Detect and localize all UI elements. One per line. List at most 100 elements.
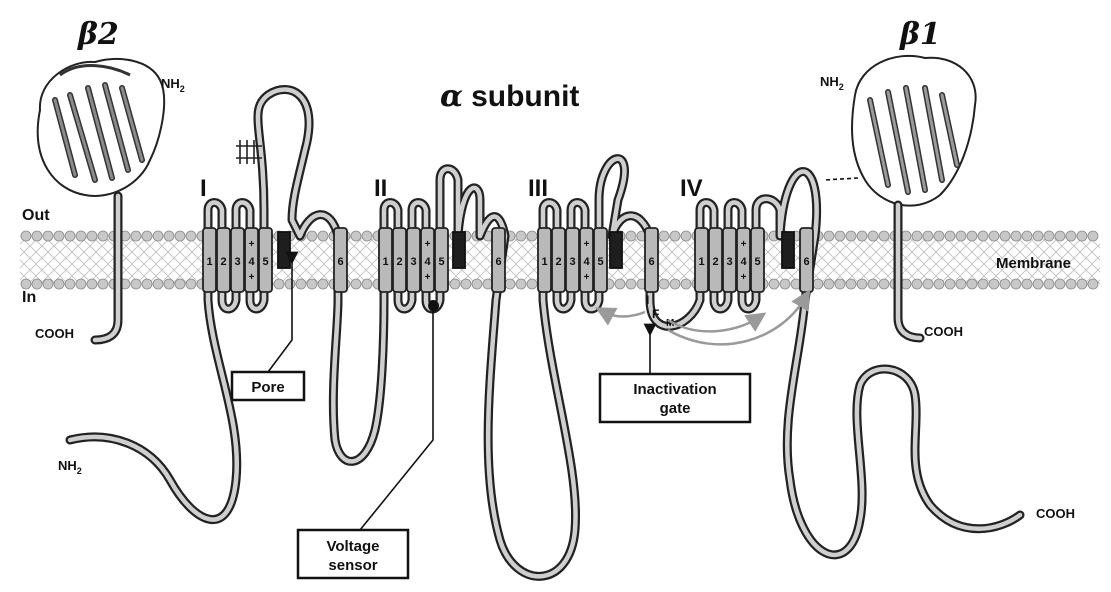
lipid-head-inner: [780, 279, 790, 289]
pore-loop: [610, 232, 622, 268]
lipid-head-inner: [670, 279, 680, 289]
lipid-head-outer: [868, 231, 878, 241]
out-label: Out: [22, 207, 50, 224]
lipid-head-inner: [43, 279, 53, 289]
segment-number: 3: [234, 256, 240, 268]
segment-number: 2: [712, 256, 718, 268]
lipid-head-outer: [351, 231, 361, 241]
lipid-head-inner: [835, 279, 845, 289]
lipid-head-inner: [153, 279, 163, 289]
lipid-head-inner: [307, 279, 317, 289]
beta2-subunit: β2 NH2 COOH: [35, 17, 185, 341]
inactivation-gate-label-2: gate: [660, 400, 691, 417]
beta1-link-dashed: [824, 178, 858, 180]
inactivation-gate-label-1: Inactivation: [633, 381, 716, 398]
charge-plus: +: [584, 272, 590, 283]
pore-label: Pore: [251, 379, 284, 396]
lipid-head-inner: [362, 279, 372, 289]
charge-plus: +: [741, 272, 747, 283]
lipid-head-outer: [142, 231, 152, 241]
segment-number: 2: [396, 256, 402, 268]
lipid-head-inner: [846, 279, 856, 289]
lipid-head-outer: [967, 231, 977, 241]
lipid-head-inner: [1088, 279, 1098, 289]
segment-number: 5: [438, 256, 444, 268]
lipid-head-outer: [32, 231, 42, 241]
lipid-head-outer: [1022, 231, 1032, 241]
lipid-head-outer: [923, 231, 933, 241]
lipid-head-inner: [516, 279, 526, 289]
segment-number: 3: [726, 256, 732, 268]
lipid-head-outer: [1066, 231, 1076, 241]
lipid-head-outer: [131, 231, 141, 241]
charge-plus: +: [249, 272, 255, 283]
lipid-head-outer: [934, 231, 944, 241]
beta2-cooh-label: COOH: [35, 326, 74, 341]
ifm-f-label: F: [652, 307, 659, 321]
lipid-head-outer: [824, 231, 834, 241]
ifm-i-label: I: [646, 293, 649, 307]
segment-number: 6: [495, 256, 501, 268]
lipid-head-outer: [175, 231, 185, 241]
segment-number: 3: [569, 256, 575, 268]
lipid-head-outer: [54, 231, 64, 241]
lipid-head-outer: [1000, 231, 1010, 241]
lipid-head-inner: [21, 279, 31, 289]
lipid-head-inner: [978, 279, 988, 289]
segment-number: 1: [382, 256, 388, 268]
lipid-head-outer: [65, 231, 75, 241]
lipid-head-outer: [659, 231, 669, 241]
lipid-head-inner: [175, 279, 185, 289]
segment-number: 6: [803, 256, 809, 268]
lipid-head-inner: [626, 279, 636, 289]
pore-loop: [278, 232, 290, 268]
beta1-subunit: β1 NH2 COOH: [820, 17, 976, 339]
lipid-head-inner: [131, 279, 141, 289]
lipid-head-inner: [934, 279, 944, 289]
lipid-head-inner: [956, 279, 966, 289]
lipid-head-outer: [945, 231, 955, 241]
segment-number: 1: [698, 256, 704, 268]
lipid-head-inner: [659, 279, 669, 289]
lipid-head-outer: [307, 231, 317, 241]
lipid-head-inner: [857, 279, 867, 289]
lipid-head-inner: [813, 279, 823, 289]
pore-loop: [453, 232, 465, 268]
lipid-head-inner: [879, 279, 889, 289]
lipid-head-inner: [472, 279, 482, 289]
lipid-head-inner: [98, 279, 108, 289]
charge-plus: +: [584, 239, 590, 250]
lipid-head-outer: [76, 231, 86, 241]
domain-iv-label: IV: [680, 175, 703, 202]
lipid-head-outer: [516, 231, 526, 241]
charge-plus: +: [249, 239, 255, 250]
domain-i-label: I: [200, 175, 207, 202]
lipid-head-inner: [681, 279, 691, 289]
lipid-head-inner: [285, 279, 295, 289]
segment-number: 2: [220, 256, 226, 268]
lipid-head-outer: [835, 231, 845, 241]
lipid-head-outer: [362, 231, 372, 241]
lipid-head-inner: [296, 279, 306, 289]
lipid-head-outer: [857, 231, 867, 241]
alpha-subunit-title: αsubunit: [440, 79, 579, 114]
lipid-head-outer: [1011, 231, 1021, 241]
segment-number: 2: [555, 256, 561, 268]
charge-plus: +: [741, 239, 747, 250]
segment-number: 1: [541, 256, 547, 268]
lipid-head-outer: [681, 231, 691, 241]
lipid-head-inner: [824, 279, 834, 289]
lipid-head-outer: [626, 231, 636, 241]
beta2-nh2-label: NH2: [161, 76, 185, 94]
segment-number: 4: [740, 256, 747, 268]
charge-plus: +: [425, 272, 431, 283]
beta1-nh2-label: NH2: [820, 74, 844, 92]
voltage-sensor-label-1: Voltage: [326, 538, 379, 555]
lipid-head-outer: [956, 231, 966, 241]
charge-plus: +: [425, 239, 431, 250]
voltage-sensor-label-2: sensor: [328, 557, 377, 574]
segment-number: 5: [262, 256, 268, 268]
lipid-head-outer: [670, 231, 680, 241]
lipid-head-inner: [505, 279, 515, 289]
lipid-head-inner: [450, 279, 460, 289]
